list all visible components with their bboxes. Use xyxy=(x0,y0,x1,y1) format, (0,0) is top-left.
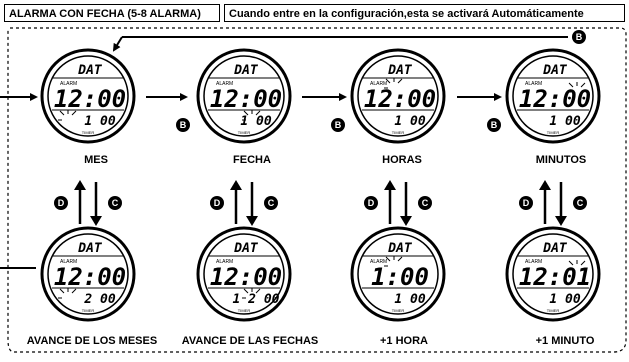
svg-text:TIMER: TIMER xyxy=(547,130,560,135)
header-note: Cuando entre en la configuración,esta se… xyxy=(224,4,625,22)
svg-text:ALARM: ALARM xyxy=(60,81,77,87)
result-label-hora: +1 HORA xyxy=(380,335,428,347)
watch-display-result: DAT ALARM 1:00 1 00 TIMER xyxy=(350,226,446,322)
watch-display-setting: DAT ALARM 12:00 1 00 TIMER xyxy=(196,48,292,144)
svg-text:1 00: 1 00 xyxy=(549,114,580,129)
button-b-marker: B xyxy=(176,118,190,132)
svg-text:DAT: DAT xyxy=(233,63,259,78)
svg-text:ALARM: ALARM xyxy=(216,259,233,265)
svg-text:DAT: DAT xyxy=(387,241,413,256)
svg-text:12:00: 12:00 xyxy=(54,263,126,291)
button-c-marker: C xyxy=(264,196,278,210)
svg-text:TIMER: TIMER xyxy=(238,308,251,313)
svg-text:DAT: DAT xyxy=(542,63,568,78)
svg-text:12:00: 12:00 xyxy=(54,85,126,113)
svg-text:1 00: 1 00 xyxy=(240,114,271,129)
up-down-arrows xyxy=(539,180,567,226)
result-label-meses: AVANCE DE LOS MESES xyxy=(26,335,158,347)
svg-text:ALARM: ALARM xyxy=(525,81,542,87)
svg-text:1 00: 1 00 xyxy=(394,114,425,129)
button-d-marker: D xyxy=(54,196,68,210)
button-c-marker: C xyxy=(108,196,122,210)
svg-text:12:00: 12:00 xyxy=(364,85,436,113)
svg-text:TIMER: TIMER xyxy=(392,308,405,313)
svg-text:ALARM: ALARM xyxy=(370,81,387,87)
button-d-marker: D xyxy=(519,196,533,210)
watch-display-setting: DAT ALARM 12:00 1 00 TIMER xyxy=(40,48,136,144)
svg-text:TIMER: TIMER xyxy=(238,130,251,135)
svg-text:DAT: DAT xyxy=(387,63,413,78)
svg-text:12:00: 12:00 xyxy=(210,263,282,291)
svg-text:ALARM: ALARM xyxy=(525,259,542,265)
button-b-marker: B xyxy=(572,30,586,44)
button-d-marker: D xyxy=(210,196,224,210)
svg-text:1:00: 1:00 xyxy=(371,263,429,291)
up-down-arrows xyxy=(74,180,102,226)
step-label-fecha: FECHA xyxy=(233,154,271,166)
watch-display-setting: DAT ALARM 12:00 1 00 TIMER xyxy=(505,48,601,144)
button-b-marker: B xyxy=(487,118,501,132)
watch-display-result: DAT ALARM 12:00 1 2 00 TIMER xyxy=(196,226,292,322)
svg-text:2 00: 2 00 xyxy=(83,292,115,307)
svg-text:DAT: DAT xyxy=(233,241,259,256)
svg-text:TIMER: TIMER xyxy=(82,308,95,313)
svg-text:12:00: 12:00 xyxy=(210,85,282,113)
svg-text:DAT: DAT xyxy=(77,63,103,78)
step-label-minutos: MINUTOS xyxy=(535,154,587,166)
up-down-arrows xyxy=(384,180,412,226)
up-down-arrows xyxy=(230,180,258,226)
step-label-horas: HORAS xyxy=(382,154,422,166)
svg-text:ALARM: ALARM xyxy=(216,81,233,87)
watch-display-result: DAT ALARM 12:01 1 00 TIMER xyxy=(505,226,601,322)
result-label-minuto: +1 MINUTO xyxy=(535,335,595,347)
button-c-marker: C xyxy=(418,196,432,210)
svg-text:TIMER: TIMER xyxy=(82,130,95,135)
svg-text:1 00: 1 00 xyxy=(394,292,425,307)
svg-text:1 00: 1 00 xyxy=(84,114,115,129)
watch-display-setting: DAT ALARM 12:00 1 00 TIMER xyxy=(350,48,446,144)
svg-text:1 00: 1 00 xyxy=(549,292,580,307)
svg-text:12:01: 12:01 xyxy=(519,263,591,291)
svg-text:12:00: 12:00 xyxy=(519,85,591,113)
svg-text:DAT: DAT xyxy=(77,241,103,256)
svg-text:TIMER: TIMER xyxy=(392,130,405,135)
button-d-marker: D xyxy=(364,196,378,210)
svg-text:ALARM: ALARM xyxy=(60,259,77,265)
svg-text:ALARM: ALARM xyxy=(370,259,387,265)
svg-text:DAT: DAT xyxy=(542,241,568,256)
header-title: ALARMA CON FECHA (5-8 ALARMA) xyxy=(4,4,220,22)
svg-text:1 2 00: 1 2 00 xyxy=(233,292,280,307)
step-label-mes: MES xyxy=(84,154,108,166)
button-b-marker: B xyxy=(331,118,345,132)
result-label-fechas: AVANCE DE LAS FECHAS xyxy=(181,335,319,347)
svg-text:TIMER: TIMER xyxy=(547,308,560,313)
button-c-marker: C xyxy=(573,196,587,210)
watch-display-result: DAT ALARM 12:00 2 00 TIMER xyxy=(40,226,136,322)
